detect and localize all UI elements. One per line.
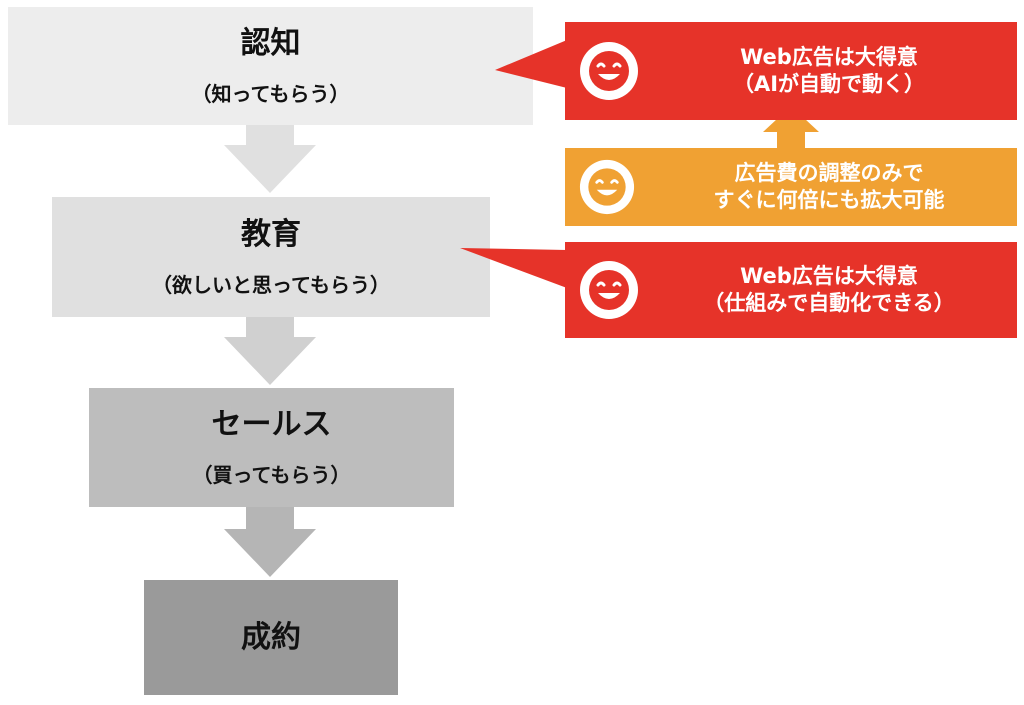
callout-line: Web広告は大得意 (740, 44, 918, 69)
callout-line: Web広告は大得意 (740, 263, 918, 288)
callout-line: 広告費の調整のみで (734, 160, 924, 185)
down-arrow-icon (224, 125, 316, 193)
callout-web-ads-automation: Web広告は大得意 （仕組みで自動化できる） (565, 242, 1017, 338)
stage-education: 教育 （欲しいと思ってもらう） (52, 197, 490, 317)
smiley-face-icon (579, 159, 635, 215)
stage-subtitle: （知ってもらう） (191, 81, 350, 106)
stage-title: 教育 (241, 216, 301, 252)
down-arrow-icon (224, 507, 316, 577)
stage-subtitle: （欲しいと思ってもらう） (152, 272, 390, 297)
callout-budget-scaling: 広告費の調整のみで すぐに何倍にも拡大可能 (565, 148, 1017, 226)
stage-title: 成約 (241, 619, 301, 655)
callout-web-ads-ai: Web広告は大得意 （AIが自動で動く） (565, 22, 1017, 120)
callout-pointer (460, 248, 567, 288)
stage-title: セールス (211, 407, 332, 442)
stage-awareness: 認知 （知ってもらう） (8, 7, 533, 125)
callout-text: Web広告は大得意 （仕組みで自動化できる） (645, 242, 1013, 338)
callout-line: （仕組みで自動化できる） (703, 291, 955, 315)
stage-title: 認知 (240, 25, 301, 61)
down-arrow-icon (224, 317, 316, 385)
stage-subtitle: （買ってもらう） (192, 463, 351, 487)
callout-text: 広告費の調整のみで すぐに何倍にも拡大可能 (645, 148, 1013, 226)
stage-contract: 成約 (144, 580, 398, 695)
stage-sales: セールス （買ってもらう） (89, 388, 454, 507)
up-arrow-icon (763, 106, 819, 150)
smiley-face-icon (580, 261, 638, 319)
callout-line: （AIが自動で動く） (732, 72, 926, 96)
callout-line: すぐに何倍にも拡大可能 (713, 188, 945, 212)
smiley-face-icon (580, 42, 638, 100)
callout-pointer (495, 40, 567, 88)
callout-text: Web広告は大得意 （AIが自動で動く） (645, 22, 1013, 120)
